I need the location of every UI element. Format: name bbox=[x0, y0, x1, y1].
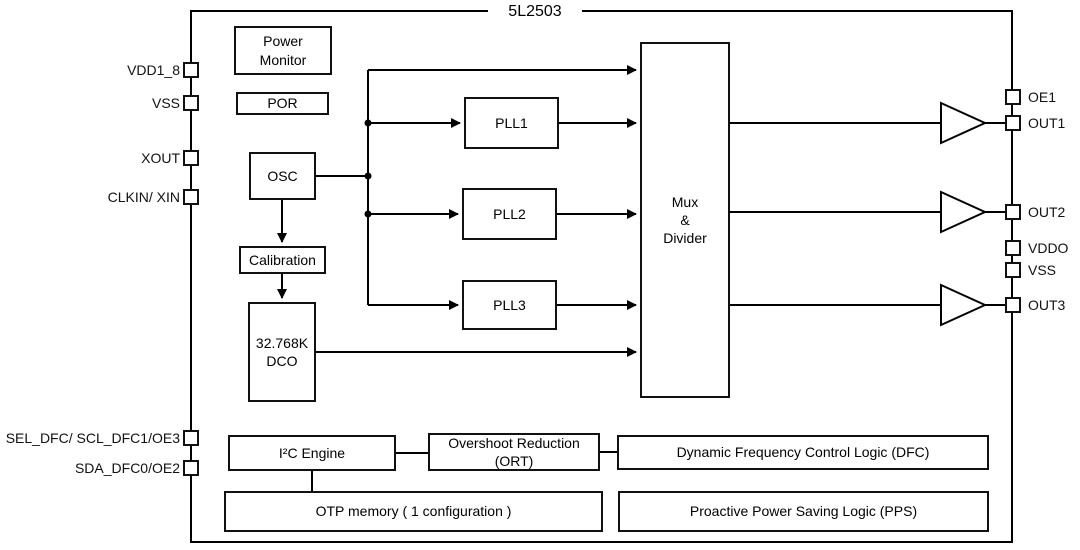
block-otp-memory: OTP memory ( 1 configuration ) bbox=[224, 491, 603, 532]
output-buffer-1 bbox=[940, 101, 988, 145]
pin-label-vddo: VDDO bbox=[1028, 240, 1069, 256]
chip-title: 5L2503 bbox=[488, 1, 582, 22]
pin-label-out1: OUT1 bbox=[1028, 115, 1066, 131]
block-i2c-engine: I²C Engine bbox=[228, 435, 396, 471]
pin-label-out3: OUT3 bbox=[1028, 297, 1066, 313]
pin-sda-dfc0 bbox=[183, 460, 199, 476]
block-mux-divider-label: Mux & Divider bbox=[663, 193, 707, 247]
block-overshoot-reduction: Overshoot Reduction (ORT) bbox=[428, 433, 600, 471]
pin-label-sel-dfc: SEL_DFC/ SCL_DFC1/OE3 bbox=[5, 430, 180, 446]
block-calibration: Calibration bbox=[239, 246, 326, 274]
block-pll2: PLL2 bbox=[462, 188, 557, 240]
block-osc-label: OSC bbox=[267, 167, 298, 184]
block-power-monitor-label: Power Monitor bbox=[259, 33, 307, 68]
output-buffer-2 bbox=[940, 190, 988, 234]
block-i2c-engine-label: I²C Engine bbox=[278, 444, 346, 461]
block-pll1: PLL1 bbox=[464, 97, 559, 149]
pin-label-vdd1-8: VDD1_8 bbox=[127, 62, 180, 78]
pin-oe1 bbox=[1005, 89, 1021, 105]
pin-out2 bbox=[1005, 204, 1021, 220]
block-osc: OSC bbox=[249, 152, 316, 200]
block-calibration-label: Calibration bbox=[249, 251, 316, 268]
pin-vddo bbox=[1005, 240, 1021, 256]
block-dfc-logic: Dynamic Frequency Control Logic (DFC) bbox=[617, 435, 989, 470]
pin-out3 bbox=[1005, 297, 1021, 313]
pin-label-clkin-xin: CLKIN/ XIN bbox=[107, 189, 180, 205]
pin-label-sda-dfc0: SDA_DFC0/OE2 bbox=[74, 460, 180, 476]
osc-calibration-dco-chain bbox=[277, 200, 637, 357]
block-pps-logic-label: Proactive Power Saving Logic (PPS) bbox=[689, 503, 918, 520]
block-dco: 32.768K DCO bbox=[248, 302, 316, 402]
block-dco-label: 32.768K DCO bbox=[255, 334, 309, 369]
pin-label-vss-right: VSS bbox=[1028, 262, 1057, 278]
block-pps-logic: Proactive Power Saving Logic (PPS) bbox=[618, 491, 989, 532]
pin-label-oe1: OE1 bbox=[1028, 89, 1057, 105]
block-overshoot-reduction-label: Overshoot Reduction (ORT) bbox=[448, 434, 580, 469]
pll-to-mux-lines bbox=[557, 118, 637, 310]
pin-vss-right bbox=[1005, 262, 1021, 278]
pin-out1 bbox=[1005, 115, 1021, 131]
pin-clkin-xin bbox=[183, 189, 199, 205]
pin-vdd1-8 bbox=[183, 62, 199, 78]
output-buffer-3 bbox=[940, 283, 988, 327]
junction-dots bbox=[364, 119, 372, 218]
block-pll1-label: PLL1 bbox=[495, 114, 528, 131]
block-pll2-label: PLL2 bbox=[493, 205, 526, 222]
pin-label-out2: OUT2 bbox=[1028, 204, 1066, 220]
logic-block-connectors bbox=[311, 451, 617, 491]
pin-label-xout: XOUT bbox=[141, 150, 180, 166]
block-mux-divider: Mux & Divider bbox=[640, 42, 730, 398]
mux-to-output-lines bbox=[730, 122, 1006, 306]
pin-xout bbox=[183, 150, 199, 166]
block-pll3: PLL3 bbox=[462, 280, 557, 330]
output-buffers bbox=[940, 101, 988, 327]
clock-bus bbox=[316, 65, 637, 310]
pin-sel-dfc bbox=[183, 430, 199, 446]
block-power-monitor: Power Monitor bbox=[234, 26, 332, 75]
block-por-label: POR bbox=[267, 95, 298, 112]
pin-label-vss-left: VSS bbox=[151, 95, 180, 111]
block-por: POR bbox=[236, 92, 329, 115]
block-pll3-label: PLL3 bbox=[493, 296, 526, 313]
block-otp-memory-label: OTP memory ( 1 configuration ) bbox=[315, 503, 512, 520]
pin-vss-left bbox=[183, 95, 199, 111]
block-dfc-logic-label: Dynamic Frequency Control Logic (DFC) bbox=[676, 444, 930, 461]
